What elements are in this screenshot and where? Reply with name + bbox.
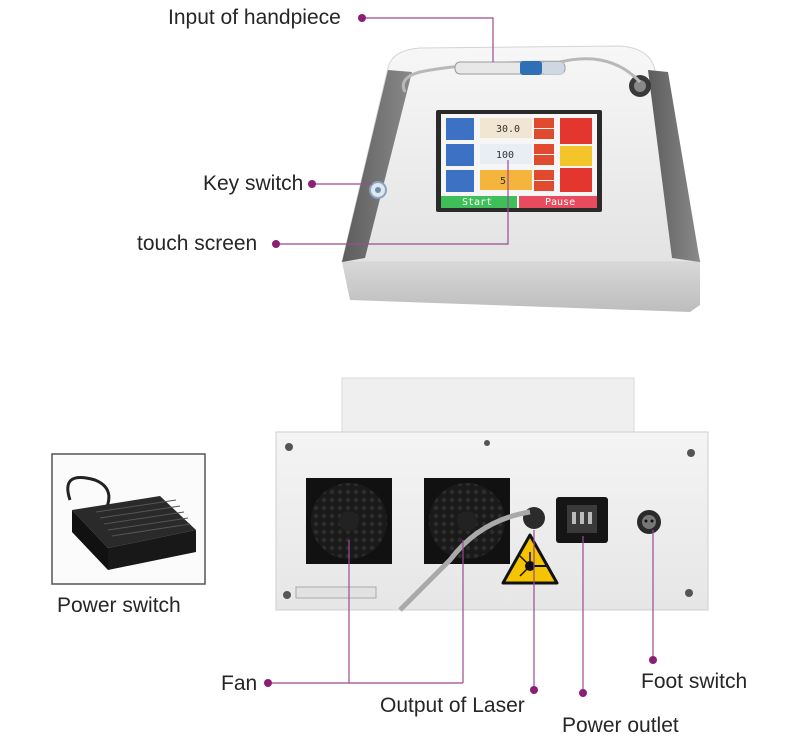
- label-fan: Fan: [221, 672, 258, 695]
- screw-icon: [285, 443, 293, 451]
- screen-start-button: [441, 196, 517, 208]
- power-outlet: [556, 497, 608, 543]
- screen-value-2: 100: [496, 150, 514, 161]
- screen-value-1: 30.0: [496, 124, 520, 135]
- label-key-switch: Key switch: [203, 172, 304, 195]
- touch-screen: 30.0 100 5 Start Pause: [436, 110, 602, 212]
- label-input-of-handpiece: Input of handpiece: [168, 6, 341, 29]
- screw-icon: [283, 591, 291, 599]
- laser-output-cable: [398, 509, 531, 612]
- screw-icon: [484, 440, 490, 446]
- screen-start-label: Start: [462, 197, 492, 208]
- label-touch-screen: touch screen: [137, 232, 258, 255]
- leader-dots: [264, 14, 657, 697]
- laser-warning-icon: [501, 533, 559, 585]
- label-foot-switch: Foot switch: [641, 670, 748, 693]
- screw-icon: [685, 589, 693, 597]
- label-power-switch: Power switch: [57, 594, 181, 617]
- screen-button-energy: [446, 118, 474, 140]
- foot-switch-connector: [637, 510, 661, 534]
- screen-pause-label: Pause: [545, 197, 575, 208]
- screen-value-3: 5: [500, 176, 506, 187]
- device-front: 30.0 100 5 Start Pause: [341, 45, 701, 312]
- screw-icon: [687, 449, 695, 457]
- handpiece: [454, 61, 566, 75]
- screen-value-panel-3: [480, 170, 532, 190]
- foot-pedal-box: [51, 453, 206, 585]
- screen-value-panel-1: [480, 118, 532, 138]
- screen-pause-button: [519, 196, 597, 208]
- label-power-outlet: Power outlet: [562, 714, 679, 737]
- serial-sticker: [295, 586, 377, 599]
- label-output-of-laser: Output of Laser: [380, 694, 525, 717]
- leader-lines: [268, 17, 654, 693]
- screen-value-panel-2: [480, 144, 532, 164]
- device-back: [275, 377, 709, 612]
- screen-button-frequency: [446, 170, 474, 192]
- screen-button-pulse: [446, 144, 474, 166]
